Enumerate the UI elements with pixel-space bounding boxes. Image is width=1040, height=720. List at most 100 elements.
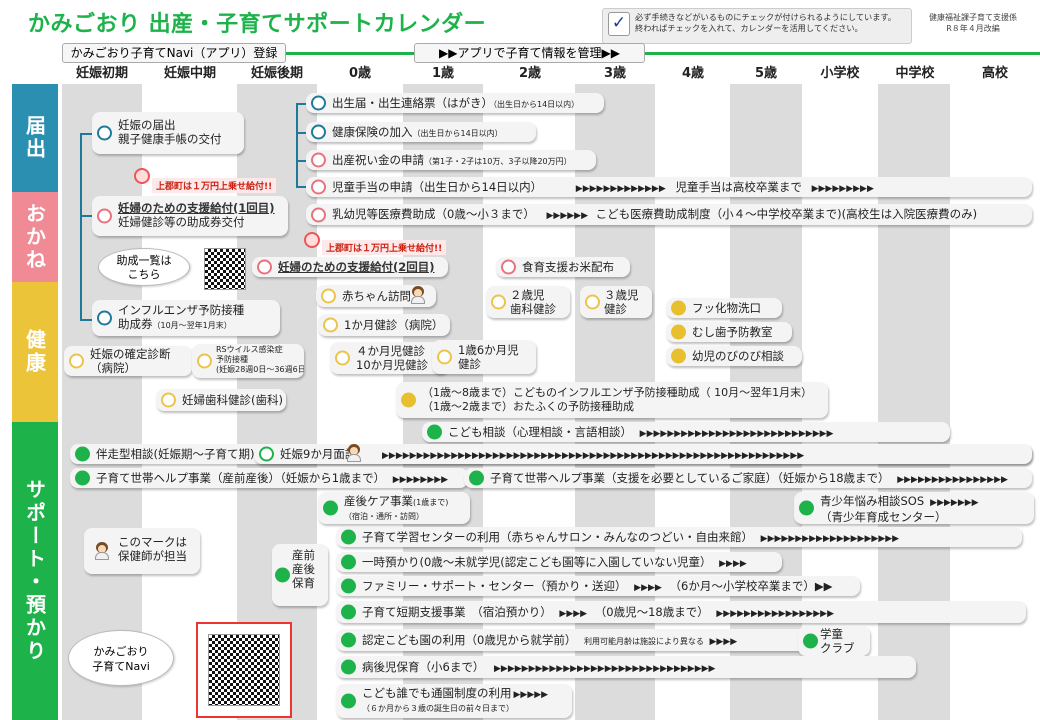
column-stripe [62,84,142,720]
flower-icon [134,168,150,184]
check-circle-icon[interactable] [311,179,326,195]
circle-icon [259,446,274,462]
rice-distribution-item[interactable]: 食育支援お米配布 [496,257,630,277]
circle-icon [803,633,818,649]
checkup-18m-item: 1歳6か月児 健診 [432,340,536,374]
navi-qr-frame [196,622,292,718]
category-okane: おかね [12,192,58,282]
support-payment-1-item[interactable]: 妊婦のための支援給付(1回目) 妊婦健診等の助成券交付 [92,196,288,236]
learning-center-item: 子育て学習センターの利用（赤ちゃんサロン・みんなのつどい・自由来館） ▶▶▶▶▶… [336,527,1022,547]
tree-line [80,215,96,217]
circle-icon [437,349,452,365]
circle-icon [275,567,290,583]
check-circle-icon[interactable] [311,152,326,168]
column-header: 0歳 [348,66,372,81]
circle-icon [69,353,84,369]
circle-icon [671,348,686,364]
timeline-line [645,52,1040,55]
nurse-icon [410,286,426,304]
birth-registration-item[interactable]: 出生届・出生連絡票（はがき）（出生日から14日以内） [306,93,604,113]
birth-celebration-item[interactable]: 出産祝い金の申請（第1子・2子は10万、3子以降20万円） [306,150,596,170]
nurse-mark-legend: このマークは 保健師が担当 [84,528,200,574]
circle-icon [161,392,176,408]
health-insurance-item[interactable]: 健康保険の加入（出生日から14日以内） [306,122,536,142]
child-vaccine-subsidy-item: （1歳～8歳まで）こどものインフルエンザ予防接種助成（ 10月～翌年1月末） （… [396,382,828,418]
column-header: 5歳 [754,66,778,81]
circle-icon [197,353,212,369]
circle-icon [341,632,356,648]
circle-icon [75,470,90,486]
timeline-line [286,52,414,55]
cavity-class-item: むし歯予防教室 [666,322,792,342]
support-payment-2-item[interactable]: 妊婦のための支援給付(2回目) [252,257,448,277]
tree-line [80,133,82,321]
circle-icon [341,604,356,620]
column-header: 妊娠後期 [250,66,303,81]
column-header: 1歳 [431,66,455,81]
help-service-1-item: 子育て世帯ヘルプ事業（産前産後）（妊娠から1歳まで） ▶▶▶▶▶▶▶▶ [70,468,468,488]
postpartum-care-item: 産後ケア事業(1歳まで) （宿泊・通所・訪問） [318,492,470,524]
circle-icon [401,392,416,408]
fluoride-rinse-item: フッ化物洗口 [666,298,782,318]
circle-icon [671,324,686,340]
category-todokede: 届出 [12,84,58,192]
check-circle-icon[interactable] [97,208,112,224]
circle-icon [341,529,356,545]
circle-icon [321,288,336,304]
navi-app-register[interactable]: かみごおり子育てNavi（アプリ）登録 [62,43,286,63]
circle-icon [491,294,506,310]
page-title: かみごおり 出産・子育てサポートカレンダー [28,12,487,37]
circle-icon [323,500,338,516]
nurse-icon [94,542,110,560]
bonus-tag: 上郡町は１万円上乗せ給付!! [322,240,447,255]
child-allowance-item[interactable]: 児童手当の申請（出生日から14日以内） ▶▶▶▶▶▶▶▶▶▶▶▶▶ 児童手当は高… [306,177,1032,197]
column-header: 2歳 [518,66,542,81]
column-header: 高校 [981,66,1008,81]
column-header: 妊娠初期 [75,66,128,81]
tree-line [80,319,96,321]
checklist-note: ✓ 必ず手続きなどがいるものにチェックが付けられるようにしています。 終わればチ… [602,8,912,44]
family-support-item: ファミリー・サポート・センター（預かり・送迎） ▶▶▶▶ （6か月～小学校卒業ま… [336,576,860,596]
circle-icon [341,659,356,675]
qr-code-icon[interactable] [204,248,246,290]
checkmark-icon: ✓ [608,12,630,36]
circle-icon [335,350,350,366]
category-kenkou: 健康 [12,282,58,422]
medical-subsidy-item[interactable]: 乳幼児等医療費助成（0歳～小３まで） ▶▶▶▶▶▶ こども医療費助成制度（小４～… [306,204,1032,225]
column-header: 小学校 [820,66,860,81]
baby-visit-item: 赤ちゃん訪問 [316,285,436,307]
column-header: 4歳 [681,66,705,81]
circle-icon [323,317,338,333]
certified-kindergarten-item: 認定こども園の利用（0歳児から就学前） 利用可能月齢は施設により異なる ▶▶▶▶ [336,629,808,651]
temporary-care-item: 一時預かり(0歳～未就学児(認定こども園等に入園していない児童） ▶▶▶▶ [336,552,782,572]
circle-icon [501,259,516,275]
circle-icon [469,470,484,486]
check-circle-icon[interactable] [311,207,326,222]
nurse-icon [346,444,362,462]
check-circle-icon[interactable] [311,95,326,111]
flower-icon [304,232,320,248]
circle-icon [341,578,356,594]
qr-code-icon[interactable] [208,634,280,706]
rs-vaccine-item: RSウイルス感染症 予防接種 (妊娠28週0日～36週6日) [192,344,304,378]
youth-sos-item: 青少年悩み相談SOS▶▶▶▶▶▶▶ （青少年育成センター） [794,492,1034,524]
pregnancy-notification-item[interactable]: 妊娠の届出 親子健康手帳の交付 [92,112,244,154]
circle-icon [427,424,442,440]
dental-checkup-2y-item: ２歳児 歯科健診 [486,286,570,318]
check-circle-icon[interactable] [97,125,112,141]
checkup-3y-item: ３歳児 健診 [580,286,652,318]
tree-line [296,160,308,162]
short-stay-item: 子育て短期支援事業 （宿泊預かり） ▶▶▶▶ （0歳児～18歳まで） ▶▶▶▶▶… [336,601,1026,623]
app-manage-banner[interactable]: ▶▶アプリで子育て情報を管理▶▶ [414,43,645,63]
after-school-club-item: 学童 クラブ [798,626,870,656]
category-support: サポート・預かり [12,422,58,720]
circle-icon [799,500,814,516]
check-circle-icon[interactable] [97,310,112,326]
check-circle-icon[interactable] [257,259,272,275]
circle-icon [75,446,90,462]
flu-voucher-item[interactable]: インフルエンザ予防接種 助成券（10月～翌年1月末） [92,300,280,336]
column-header: 3歳 [603,66,627,81]
check-circle-icon[interactable] [311,124,326,140]
pregnancy-diagnosis-item: 妊娠の確定診断 （病院） [64,346,192,376]
dental-checkup-item: 妊婦歯科健診(歯科) [156,389,286,411]
